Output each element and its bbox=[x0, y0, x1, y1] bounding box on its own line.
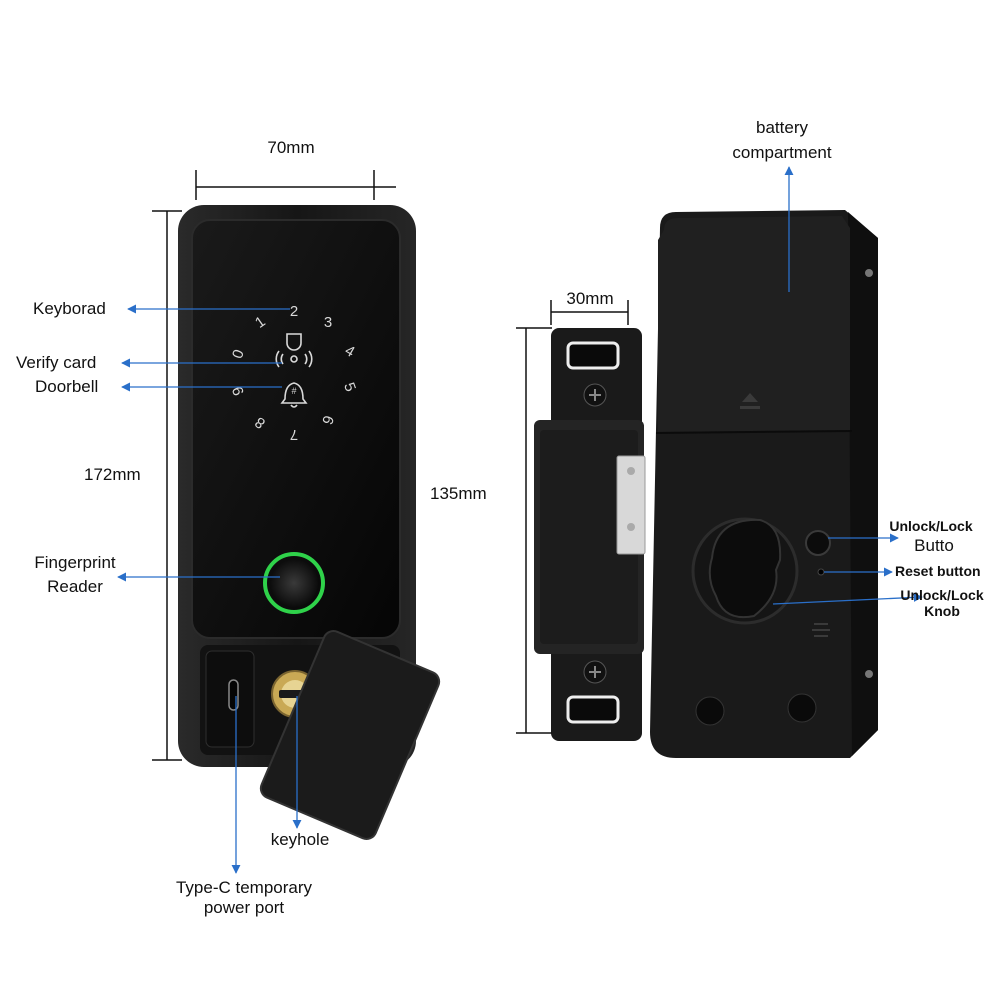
key-7: 7 bbox=[290, 426, 298, 443]
unlock-knob bbox=[708, 518, 782, 618]
front-lock: 1 2 3 0 4 9 5 8 6 7 # bbox=[178, 205, 441, 840]
label-keyhole: keyhole bbox=[270, 830, 330, 849]
label-knob-2: Knob bbox=[924, 603, 960, 619]
card-reader-icon bbox=[275, 333, 313, 368]
unlock-lock-button bbox=[805, 530, 831, 556]
label-typec-1: Type-C temporary bbox=[175, 878, 313, 897]
dim-bolt-width: 30mm bbox=[566, 289, 614, 308]
battery-cover bbox=[658, 216, 850, 432]
label-knob-1: Unlock/Lock bbox=[900, 587, 984, 603]
strike-slot-bottom bbox=[566, 695, 620, 724]
label-keyboard: Keyborad bbox=[33, 299, 106, 318]
strike-plate bbox=[534, 328, 646, 741]
arrow-knob bbox=[772, 592, 923, 605]
strike-height-dimension bbox=[516, 327, 552, 734]
dim-front-height: 172mm bbox=[84, 465, 141, 484]
fingerprint-sensor bbox=[270, 559, 318, 607]
label-unlock-button-2: Butto bbox=[914, 536, 954, 555]
label-typec-2: power port bbox=[203, 898, 285, 917]
battery-eject-icon bbox=[740, 393, 760, 409]
label-verify-card: Verify card bbox=[16, 353, 97, 372]
dim-bolt-height: 135mm bbox=[430, 484, 487, 503]
label-battery-2: compartment bbox=[732, 143, 832, 162]
label-fingerprint-2: Reader bbox=[47, 577, 103, 596]
reset-button bbox=[817, 568, 825, 576]
callout-arrows bbox=[117, 166, 923, 874]
label-battery-1: battery bbox=[756, 118, 808, 137]
doorbell-icon bbox=[280, 382, 308, 408]
strike-width-dimension bbox=[550, 300, 629, 325]
mount-hole-right bbox=[787, 693, 817, 723]
key-card bbox=[259, 630, 441, 840]
touch-panel bbox=[191, 219, 401, 639]
label-doorbell: Doorbell bbox=[35, 377, 99, 396]
strike-slot-top bbox=[566, 341, 620, 370]
back-lock bbox=[650, 210, 878, 758]
label-fingerprint-1: Fingerprint bbox=[34, 553, 116, 572]
hash-key: # bbox=[291, 386, 296, 396]
speaker-grille bbox=[812, 623, 830, 637]
strike-latch bbox=[616, 455, 646, 555]
key-2: 2 bbox=[290, 303, 298, 320]
key-3: 3 bbox=[324, 314, 332, 331]
fingerprint-ring bbox=[263, 552, 325, 614]
front-height-dimension bbox=[152, 210, 182, 761]
label-unlock-button-1: Unlock/Lock bbox=[889, 518, 973, 534]
mount-hole-left bbox=[695, 696, 725, 726]
label-reset-button: Reset button bbox=[895, 563, 981, 579]
front-width-dimension bbox=[195, 170, 396, 200]
dim-front-width: 70mm bbox=[267, 138, 315, 157]
